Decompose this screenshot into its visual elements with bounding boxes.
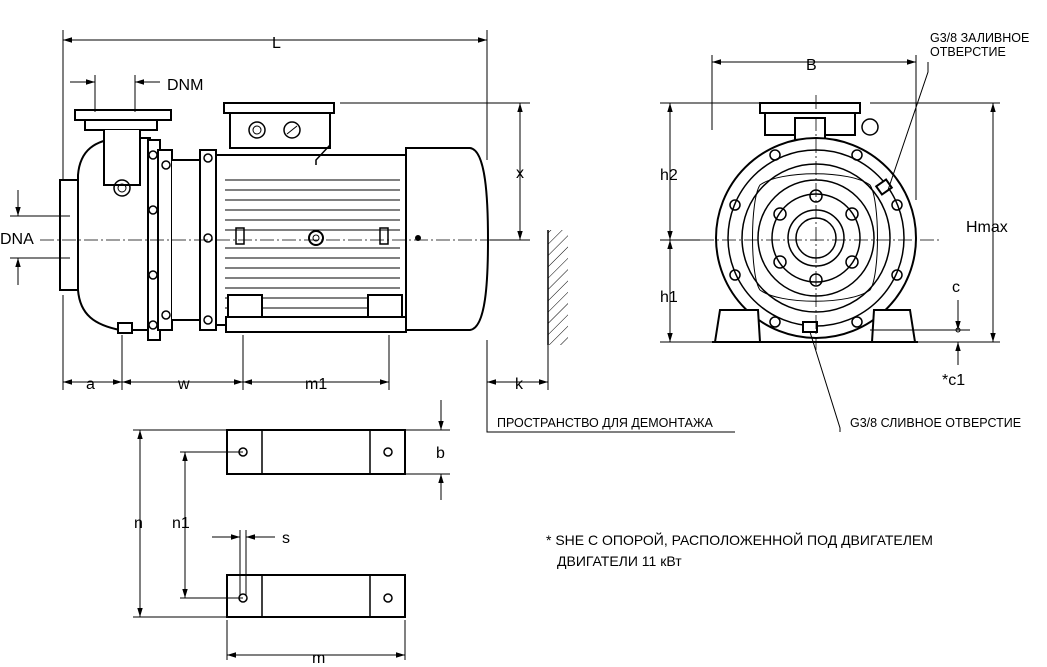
- pump-casing: [59, 109, 201, 341]
- dim-label-Hmax: Hmax: [966, 219, 1008, 236]
- dim-label-k: k: [515, 376, 524, 393]
- dim-label-c: c: [952, 279, 960, 296]
- base-plan-view: [133, 400, 450, 660]
- motor-body: [199, 102, 490, 333]
- dim-label-B: B: [806, 57, 817, 74]
- drain-hole-label: G3/8 СЛИВНОЕ ОТВЕРСТИЕ: [850, 416, 1021, 430]
- filling-hole-label-line2: ОТВЕРСТИЕ: [930, 45, 1006, 59]
- side-view: [10, 30, 735, 433]
- dim-label-c1: *c1: [942, 372, 965, 389]
- dim-label-DNA: DNA: [0, 231, 34, 248]
- dim-label-m: m: [312, 650, 325, 667]
- dim-label-b: b: [436, 445, 445, 462]
- dim-label-x: x: [516, 165, 524, 182]
- dismantling-space-label: ПРОСТРАНСТВО ДЛЯ ДЕМОНТАЖА: [497, 416, 713, 430]
- dim-label-w: w: [177, 376, 190, 393]
- wall-hatch: [548, 230, 568, 345]
- dim-label-n1: n1: [172, 515, 190, 532]
- footnote-line2: ДВИГАТЕЛИ 11 кВт: [557, 553, 682, 569]
- footnote-line1: * SHE С ОПОРОЙ, РАСПОЛОЖЕННОЙ ПОД ДВИГАТ…: [546, 531, 933, 548]
- dim-label-h2: h2: [660, 167, 678, 184]
- front-view: [660, 55, 1000, 432]
- dim-label-h1: h1: [660, 289, 678, 306]
- dim-label-L: L: [272, 35, 281, 52]
- dim-label-s: s: [282, 530, 290, 547]
- dim-label-n: n: [134, 515, 143, 532]
- filling-hole-label-line1: G3/8 ЗАЛИВНОЕ: [930, 31, 1029, 45]
- dim-label-DNM: DNM: [167, 77, 203, 94]
- dim-label-a: a: [86, 376, 95, 393]
- dim-label-m1: m1: [305, 376, 327, 393]
